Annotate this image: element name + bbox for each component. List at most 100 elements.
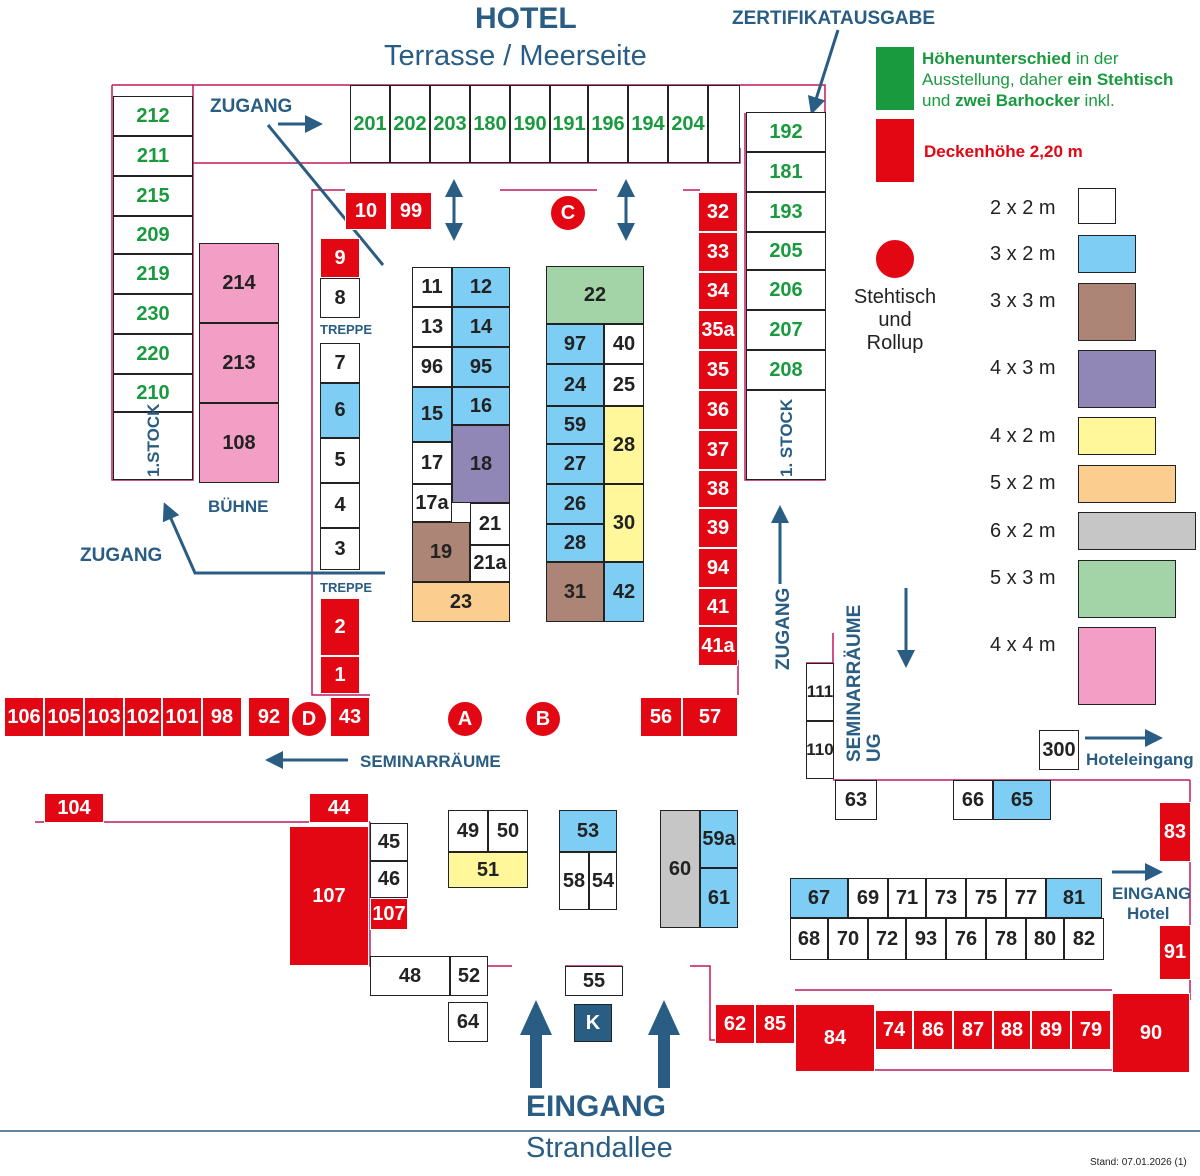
booth-b26[interactable]: 26 — [546, 484, 604, 524]
booth-b206[interactable]: 206 — [746, 270, 826, 310]
booth-b42[interactable]: 42 — [604, 562, 644, 622]
booth-b107a[interactable]: 107 — [289, 826, 369, 966]
booth-b52[interactable]: 52 — [450, 956, 488, 996]
booth-b60[interactable]: 60 — [660, 810, 700, 928]
booth-b107b[interactable]: 107 — [370, 898, 408, 930]
booth-b97[interactable]: 97 — [546, 324, 604, 364]
booth-b48[interactable]: 48 — [370, 956, 450, 996]
booth-b69[interactable]: 69 — [848, 878, 888, 918]
booth-b17a[interactable]: 17a — [412, 484, 452, 522]
booth-b209[interactable]: 209 — [113, 216, 193, 254]
booth-b15[interactable]: 15 — [412, 387, 452, 442]
booth-b204[interactable]: 204 — [668, 85, 708, 163]
booth-c[interactable]: C — [549, 194, 587, 232]
booth-d[interactable]: D — [290, 700, 328, 738]
booth-b51[interactable]: 51 — [448, 852, 528, 888]
booth-b104[interactable]: 104 — [44, 793, 104, 823]
booth-b194[interactable]: 194 — [628, 85, 668, 163]
booth-b83[interactable]: 83 — [1159, 802, 1191, 862]
booth-b190[interactable]: 190 — [510, 85, 550, 163]
booth-b30[interactable]: 30 — [604, 484, 644, 562]
booth-b219[interactable]: 219 — [113, 254, 193, 294]
booth-b22[interactable]: 22 — [546, 266, 644, 324]
booth-b192[interactable]: 192 — [746, 112, 826, 152]
booth-b50[interactable]: 50 — [488, 810, 528, 852]
booth-b38[interactable]: 38 — [698, 470, 738, 508]
booth-b102[interactable]: 102 — [124, 697, 162, 737]
booth-b210[interactable]: 210 — [113, 374, 193, 412]
booth-b212[interactable]: 212 — [113, 96, 193, 136]
booth-b19[interactable]: 19 — [412, 522, 470, 582]
booth-b44[interactable]: 44 — [309, 793, 369, 823]
booth-b73[interactable]: 73 — [926, 878, 966, 918]
booth-b36[interactable]: 36 — [698, 390, 738, 430]
booth-b27[interactable]: 27 — [546, 444, 604, 484]
booth-b106[interactable]: 106 — [4, 697, 44, 737]
booth-b41a[interactable]: 41a — [698, 626, 738, 666]
booth-b32[interactable]: 32 — [698, 192, 738, 232]
booth-b31[interactable]: 31 — [546, 562, 604, 622]
booth-b41[interactable]: 41 — [698, 588, 738, 626]
booth-b196[interactable]: 196 — [588, 85, 628, 163]
booth-b201[interactable]: 201 — [350, 85, 390, 163]
booth-b13[interactable]: 13 — [412, 307, 452, 347]
booth-b58[interactable]: 58 — [559, 852, 589, 910]
booth-b67[interactable]: 67 — [790, 878, 848, 918]
booth-k[interactable]: K — [574, 1004, 612, 1042]
booth-b35a[interactable]: 35a — [698, 310, 738, 350]
booth-b94[interactable]: 94 — [698, 548, 738, 588]
booth-empty[interactable] — [708, 85, 740, 163]
booth-b2[interactable]: 2 — [320, 598, 360, 656]
booth-b18[interactable]: 18 — [452, 425, 510, 503]
booth-b10[interactable]: 10 — [345, 192, 387, 230]
booth-b35[interactable]: 35 — [698, 350, 738, 390]
booth-b40[interactable]: 40 — [604, 324, 644, 364]
booth-b180[interactable]: 180 — [470, 85, 510, 163]
booth-b33[interactable]: 33 — [698, 232, 738, 272]
booth-b101[interactable]: 101 — [162, 697, 202, 737]
booth-b76[interactable]: 76 — [946, 918, 986, 960]
booth-b9[interactable]: 9 — [320, 238, 360, 278]
booth-b191[interactable]: 191 — [550, 85, 588, 163]
booth-b28[interactable]: 28 — [604, 406, 644, 484]
booth-b181[interactable]: 181 — [746, 152, 826, 192]
booth-b59[interactable]: 59 — [546, 406, 604, 444]
booth-b39[interactable]: 39 — [698, 508, 738, 548]
booth-b12[interactable]: 12 — [452, 267, 510, 307]
booth-a[interactable]: A — [446, 700, 484, 738]
booth-b28b[interactable]: 28 — [546, 524, 604, 562]
booth-b23[interactable]: 23 — [412, 582, 510, 622]
booth-b80[interactable]: 80 — [1026, 918, 1064, 960]
booth-b59a[interactable]: 59a — [700, 810, 738, 868]
booth-b81[interactable]: 81 — [1046, 878, 1102, 918]
booth-b43[interactable]: 43 — [330, 697, 370, 737]
booth-b211[interactable]: 211 — [113, 136, 193, 176]
booth-b74[interactable]: 74 — [875, 1010, 913, 1050]
booth-b202[interactable]: 202 — [390, 85, 430, 163]
booth-b54[interactable]: 54 — [589, 852, 617, 910]
booth-b57[interactable]: 57 — [682, 697, 738, 737]
booth-b62[interactable]: 62 — [715, 1004, 755, 1044]
booth-b14[interactable]: 14 — [452, 307, 510, 347]
booth-b66[interactable]: 66 — [953, 780, 993, 820]
booth-b111[interactable]: 111 — [806, 663, 834, 721]
booth-b108[interactable]: 108 — [199, 403, 279, 483]
booth-b213[interactable]: 213 — [199, 323, 279, 403]
booth-b92[interactable]: 92 — [248, 697, 290, 737]
booth-b214[interactable]: 214 — [199, 243, 279, 323]
booth-b1[interactable]: 1 — [320, 656, 360, 694]
booth-b82[interactable]: 82 — [1064, 918, 1104, 960]
booth-b86[interactable]: 86 — [913, 1010, 953, 1050]
booth-b90[interactable]: 90 — [1112, 993, 1190, 1073]
booth-b46[interactable]: 46 — [370, 861, 408, 898]
booth-b75[interactable]: 75 — [966, 878, 1006, 918]
booth-b8[interactable]: 8 — [320, 278, 360, 318]
booth-b105[interactable]: 105 — [44, 697, 84, 737]
booth-b208[interactable]: 208 — [746, 350, 826, 390]
booth-b88[interactable]: 88 — [993, 1010, 1031, 1050]
booth-bb[interactable]: B — [524, 700, 562, 738]
booth-b95[interactable]: 95 — [452, 347, 510, 387]
booth-b230[interactable]: 230 — [113, 294, 193, 334]
booth-b193[interactable]: 193 — [746, 192, 826, 232]
booth-b24[interactable]: 24 — [546, 364, 604, 406]
